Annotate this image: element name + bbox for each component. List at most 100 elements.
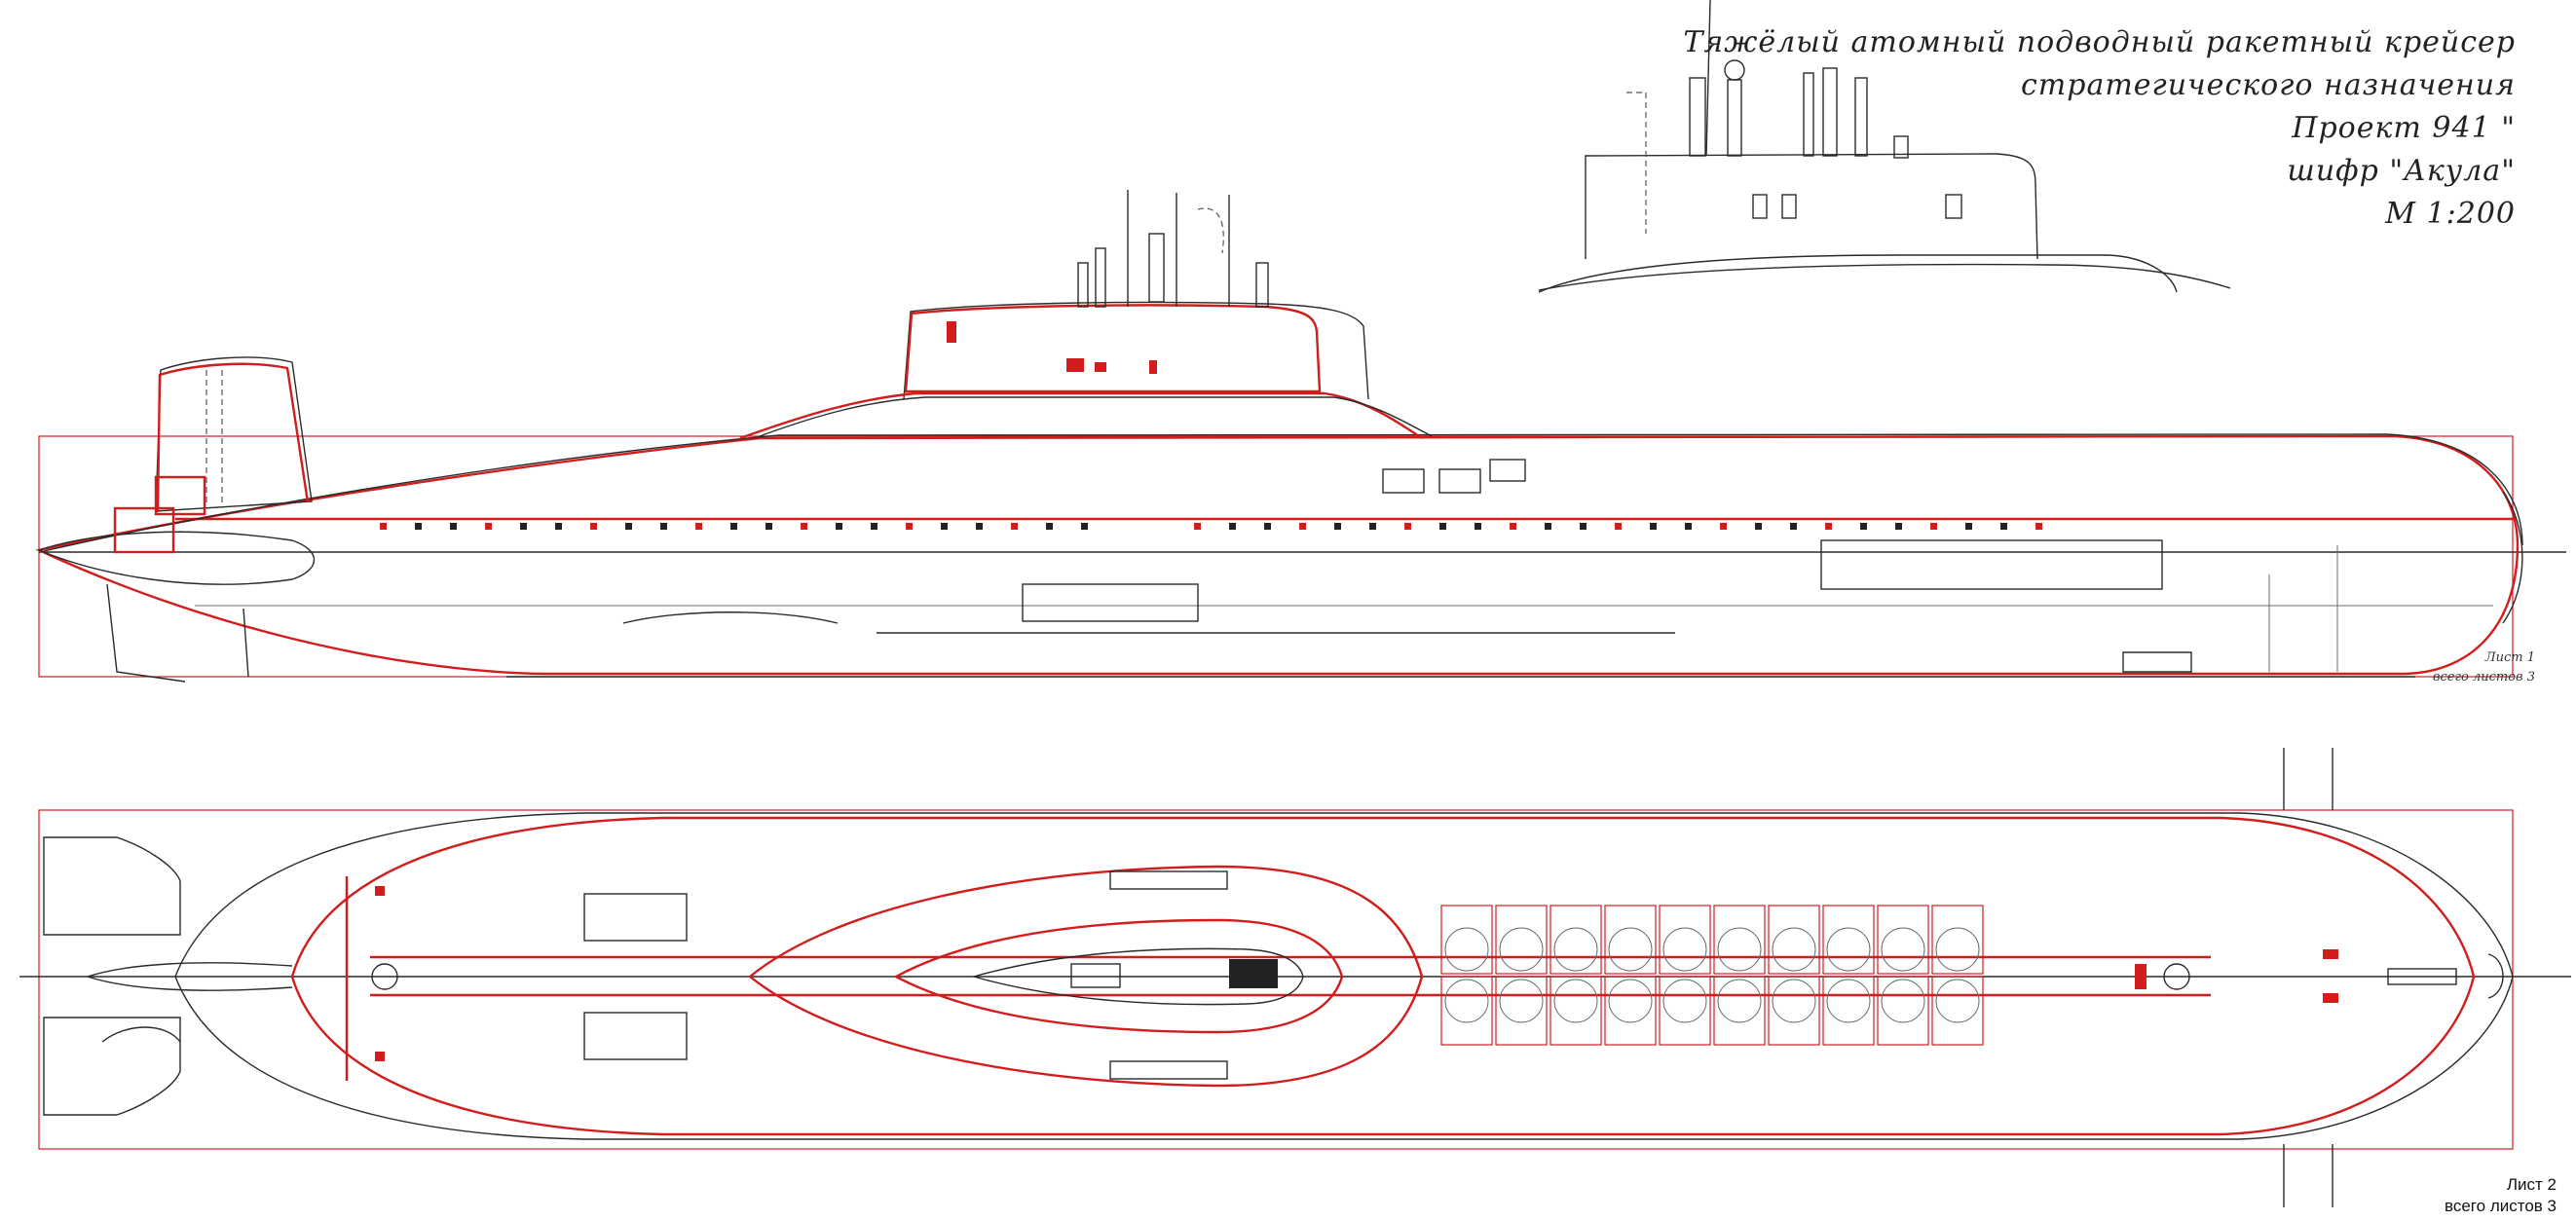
missile-tube-hatch (1499, 979, 1544, 1023)
axis-mark (1965, 523, 1972, 530)
plan-sail-core (971, 947, 1304, 1006)
missile-tube-cell (1549, 905, 1602, 975)
missile-tube-cell (1877, 976, 1929, 1046)
aft-cone (38, 531, 316, 585)
axis-mark (1299, 523, 1306, 530)
axis-mark (765, 523, 772, 530)
sail-detail-hull (1538, 263, 2231, 291)
side-view (35, 190, 2566, 683)
axis-mark (450, 523, 457, 530)
missile-tube-hatch (1717, 979, 1762, 1023)
title-line-1: Тяжёлый атомный подводный ракетный крейс… (1683, 25, 2516, 59)
axis-mark (906, 523, 913, 530)
side-note-line-2: всего листов 3 (2432, 670, 2535, 684)
side-view-fittings (622, 459, 2338, 673)
axis-mark (1046, 523, 1053, 530)
axis-mark (2035, 523, 2042, 530)
axis-mark (415, 523, 422, 530)
missile-tube-cell (1768, 976, 1820, 1046)
plan-bow (2135, 949, 2504, 1003)
axis-mark (625, 523, 632, 530)
axis-mark (1194, 523, 1201, 530)
missile-tube-hatch (1772, 927, 1816, 972)
missile-tube-cell (1495, 905, 1548, 975)
axis-mark (695, 523, 702, 530)
plan-sail-hatch (1229, 959, 1278, 988)
axis-mark (555, 523, 562, 530)
axis-mark (871, 523, 877, 530)
missile-tube-hatch (1772, 979, 1816, 1023)
axis-mark (520, 523, 527, 530)
sheet-total: всего листов 3 (2445, 1197, 2557, 1215)
axis-mark (1011, 523, 1018, 530)
missile-tube-hatch (1553, 979, 1598, 1023)
plan-mast-stubs (2283, 748, 2333, 1207)
axis-mark (1650, 523, 1657, 530)
missile-tube-cell (1549, 976, 1602, 1046)
axis-mark (801, 523, 807, 530)
missile-tube-hatch (1881, 979, 1925, 1023)
stern-rudder (155, 356, 313, 512)
axis-mark (1510, 523, 1516, 530)
axis-mark (1369, 523, 1376, 530)
axis-mark (1615, 523, 1622, 530)
sail-detail-view (1538, 0, 2231, 293)
side-note-line-1: Лист 1 (2484, 650, 2535, 665)
missile-tube-cell (1822, 905, 1875, 975)
missile-tube-hatch (1444, 927, 1489, 972)
missile-tube-hatch (1935, 927, 1980, 972)
axis-mark (730, 523, 737, 530)
side-view-axis-marks (380, 523, 2042, 530)
stern-red-box (154, 475, 206, 516)
missile-tube-cell (1713, 905, 1766, 975)
title-line-3: Проект 941 " (2292, 111, 2516, 145)
axis-mark (1545, 523, 1551, 530)
plan-deck-outline (174, 812, 2514, 1140)
sail-detail-masts (1626, 0, 1962, 234)
stern-upper-box (113, 506, 175, 554)
pressure-hull-outline (35, 434, 2520, 676)
plan-hull-red (290, 816, 2476, 1136)
title-line-4: шифр "Акула" (2287, 154, 2516, 188)
axis-mark (2000, 523, 2007, 530)
missile-tube-hatch (1662, 927, 1707, 972)
missile-tube-hatch (1608, 927, 1653, 972)
tower-fairing (739, 391, 1423, 440)
axis-mark (1439, 523, 1446, 530)
missile-tube-cell (1495, 976, 1548, 1046)
title-block: Тяжёлый атомный подводный ракетный крейс… (1683, 21, 2516, 236)
missile-tube-cell (1659, 905, 1711, 975)
axis-mark (1580, 523, 1587, 530)
missile-tube-cell (1931, 905, 1984, 975)
axis-mark (976, 523, 983, 530)
axis-mark (836, 523, 842, 530)
missile-tube-hatch (1881, 927, 1925, 972)
missile-tube-cell (1822, 976, 1875, 1046)
sail-detail-outline (1538, 254, 2178, 293)
axis-mark (1930, 523, 1937, 530)
periscope-masts (1077, 190, 1269, 308)
side-view-red-marks (947, 321, 1157, 374)
missile-tube-cell (1604, 905, 1657, 975)
plan-stern (43, 836, 2190, 1116)
title-line-2: стратегического назначения (2021, 68, 2516, 102)
tower-fairing-outer (759, 396, 1433, 437)
axis-mark (1790, 523, 1797, 530)
axis-mark (590, 523, 597, 530)
plan-sail-inner (893, 918, 1344, 1034)
plan-hatches (583, 870, 1228, 1080)
axis-mark (485, 523, 492, 530)
bow-nose (2502, 491, 2523, 624)
missile-tube-hatch (1935, 979, 1980, 1023)
missile-tube-cell (1659, 976, 1711, 1046)
outer-hull-outline (43, 433, 2523, 552)
axis-mark (1895, 523, 1902, 530)
axis-mark (1404, 523, 1411, 530)
plan-view (19, 748, 2571, 1207)
axis-mark (380, 523, 387, 530)
plan-view-frame (38, 809, 2514, 1150)
side-view-frame (38, 435, 2514, 678)
missile-tube-hatch (1717, 927, 1762, 972)
stern-lower-lines (106, 583, 249, 683)
conning-tower-red (904, 304, 1322, 393)
